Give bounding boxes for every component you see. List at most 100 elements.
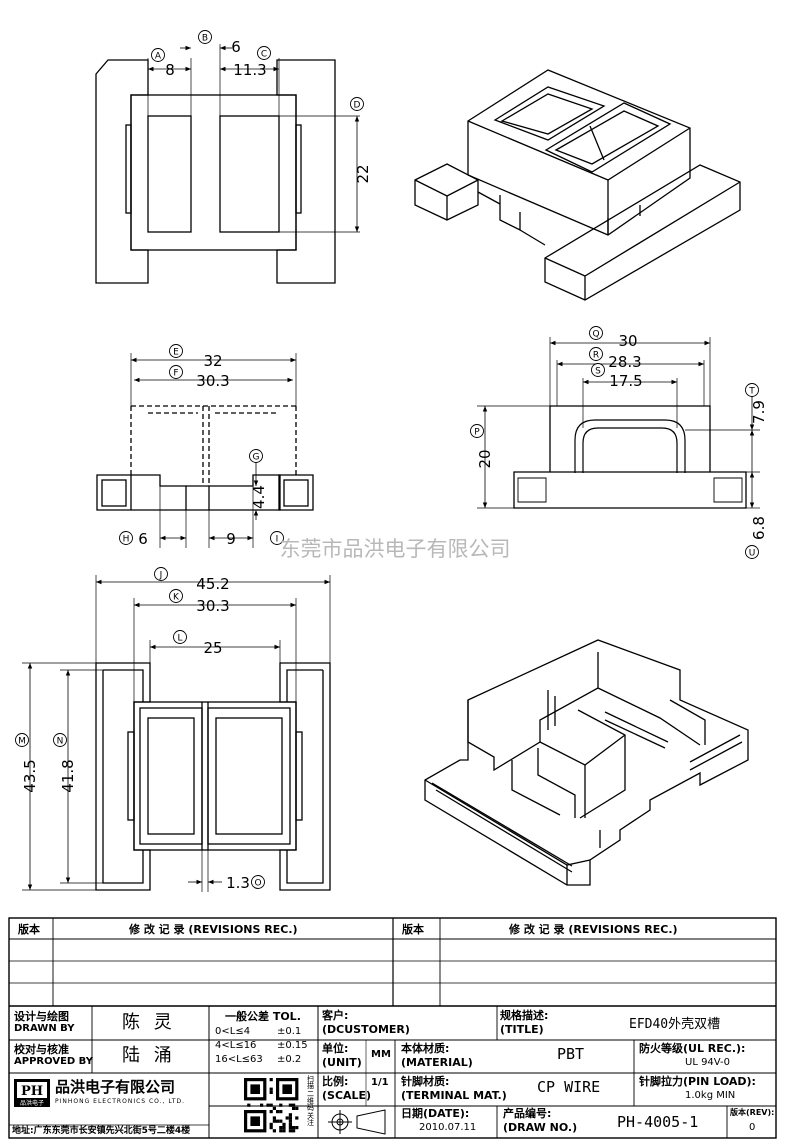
front-dim-h-letter: H (123, 535, 130, 545)
title-block-frame (8, 917, 777, 1139)
tolerance-range-1: 0<L≤4 (215, 1026, 251, 1037)
bottom-dim-j: J 45.2 (154, 567, 230, 593)
company-name-cn: 品洪电子有限公司 (55, 1078, 176, 1096)
front-dim-f: F 30.3 (169, 365, 230, 390)
top-dim-c-letter: C (261, 50, 267, 60)
tolerance-value-3: ±0.2 (277, 1054, 302, 1065)
front-dim-f-letter: F (173, 369, 178, 379)
top-dim-d: D 22 (350, 97, 372, 184)
bottom-dim-n: N41.8 (53, 733, 77, 793)
bottom-dim-j-value: 45.2 (196, 575, 229, 593)
tolerance-range-3: 16<L≤63 (215, 1054, 263, 1065)
svg-text:品洪电子: 品洪电子 (20, 1099, 44, 1107)
draw-no-en: (DRAW NO.) (503, 1121, 578, 1134)
scale-value: 1/1 (371, 1077, 389, 1088)
date-cn: 日期(DATE): (401, 1107, 470, 1120)
top-dim-b-bubble (198, 30, 212, 44)
pin-load-cn: 针脚拉力(PIN LOAD): (639, 1075, 756, 1088)
side-dim-s-value: 17.5 (609, 372, 642, 390)
front-dim-e-value: 32 (203, 352, 222, 370)
front-dim-g-value: 4.4 (250, 485, 268, 509)
bottom-dim-o-value: 1.3 (226, 874, 250, 892)
front-dim-h-bubble (119, 531, 133, 545)
rev-title: 修 改 记 录 (REVISIONS REC.) (129, 923, 298, 936)
qr-code-icon (244, 1078, 299, 1133)
side-dim-t-bubble (745, 383, 759, 397)
bottom-dim-k-bubble (169, 589, 183, 603)
front-dim-f-value: 30.3 (196, 372, 229, 390)
side-dim-q-value: 30 (618, 332, 637, 350)
front-dim-e-letter: E (173, 348, 179, 358)
tolerance-value-1: ±0.1 (277, 1026, 302, 1037)
rev-value: 0 (749, 1122, 756, 1133)
top-dim-a-bubble (151, 48, 165, 62)
front-dim-f-bubble (169, 365, 183, 379)
front-dim-g-letter: G (253, 453, 260, 463)
side-dim-p-letter: P (474, 428, 480, 438)
draw-no-value: PH-4005-1 (617, 1113, 699, 1131)
terminal-en: (TERMINAL MAT.) (401, 1089, 507, 1102)
approved-by-cn: 校对与核准 (14, 1043, 69, 1056)
top-dim-d-value: 22 (354, 164, 372, 183)
bottom-dim-m-bubble (15, 733, 29, 747)
bottom-dim-o-letter: O (254, 879, 261, 889)
bottom-dim-o: O 1.3 (226, 874, 265, 892)
front-view (96, 353, 314, 548)
title-en: (TITLE) (500, 1023, 544, 1036)
bottom-dim-j-bubble (154, 567, 168, 581)
bottom-dim-m: M43.5 (15, 733, 39, 793)
side-dim-t-letter: T (748, 387, 755, 397)
company-name-en: PINHONG ELECTRONICS CO., LTD. (55, 1098, 186, 1105)
front-dim-i-bubble (270, 531, 284, 545)
bottom-dim-l-value: 25 (203, 639, 222, 657)
rev-cn: 版本(REV): (730, 1108, 775, 1117)
ul-rating-value: UL 94V-0 (685, 1057, 731, 1068)
drawn-by-cn: 设计与绘图 (14, 1010, 69, 1023)
svg-text:PH: PH (21, 1084, 43, 1099)
side-dim-r-bubble (589, 347, 603, 361)
isometric-view-bottom (424, 639, 749, 886)
bottom-dim-m-letter: M (18, 737, 26, 747)
side-dim-q-letter: Q (592, 330, 599, 340)
company-address: 地址:广东东莞市长安镇先兴北街5号二楼4楼 (12, 1126, 191, 1136)
side-dim-u: U6.8 (745, 516, 768, 559)
title-value: EFD40外壳双槽 (629, 1017, 721, 1032)
top-dim-a: A8 (151, 48, 175, 79)
rev-header-right: 版本 (402, 923, 424, 936)
approved-by-name: 陆 涌 (122, 1045, 176, 1066)
bottom-dim-l-letter: L (177, 634, 182, 644)
top-dim-c-bubble (257, 46, 271, 60)
top-view (95, 44, 360, 284)
isometric-view-top (414, 69, 741, 301)
front-dim-i-letter: I (276, 535, 279, 545)
front-dim-g: G 4.4 (249, 449, 268, 509)
bottom-dim-n-letter: N (57, 737, 64, 747)
bottom-dim-o-bubble (251, 875, 265, 889)
side-dim-u-letter: U (749, 549, 756, 559)
top-dim-d-letter: D (354, 101, 361, 111)
bottom-dim-j-letter: J (159, 571, 163, 581)
front-dim-h-value: 6 (138, 530, 148, 548)
tolerance-range-2: 4<L≤16 (215, 1040, 257, 1051)
drawn-by-name: 陈 灵 (122, 1012, 176, 1033)
unit-en: (UNIT) (322, 1056, 362, 1069)
tolerance-title: 一般公差 TOL. (225, 1010, 301, 1023)
side-dim-r-value: 28.3 (608, 353, 641, 371)
top-dim-d-bubble (350, 97, 364, 111)
rev-header: 版本 (18, 923, 40, 936)
unit-value: MM (371, 1049, 391, 1060)
front-dim-e-bubble (169, 344, 183, 358)
customer-en: (DCUSTOMER) (322, 1023, 410, 1036)
title-block: 版本 修 改 记 录 (REVISIONS REC.) 版本 修 改 记 录 (… (9, 918, 776, 1138)
top-dim-b-value: 6 (231, 38, 241, 56)
top-dim-b-letter: B (202, 34, 208, 44)
side-dim-t: T7.9 (745, 383, 768, 424)
qr-caption: 扫描二维码关注 (307, 1075, 314, 1128)
material-en: (MATERIAL) (401, 1056, 473, 1069)
top-dim-c-value: 11.3 (233, 61, 266, 79)
date-value: 2010.07.11 (419, 1122, 477, 1133)
